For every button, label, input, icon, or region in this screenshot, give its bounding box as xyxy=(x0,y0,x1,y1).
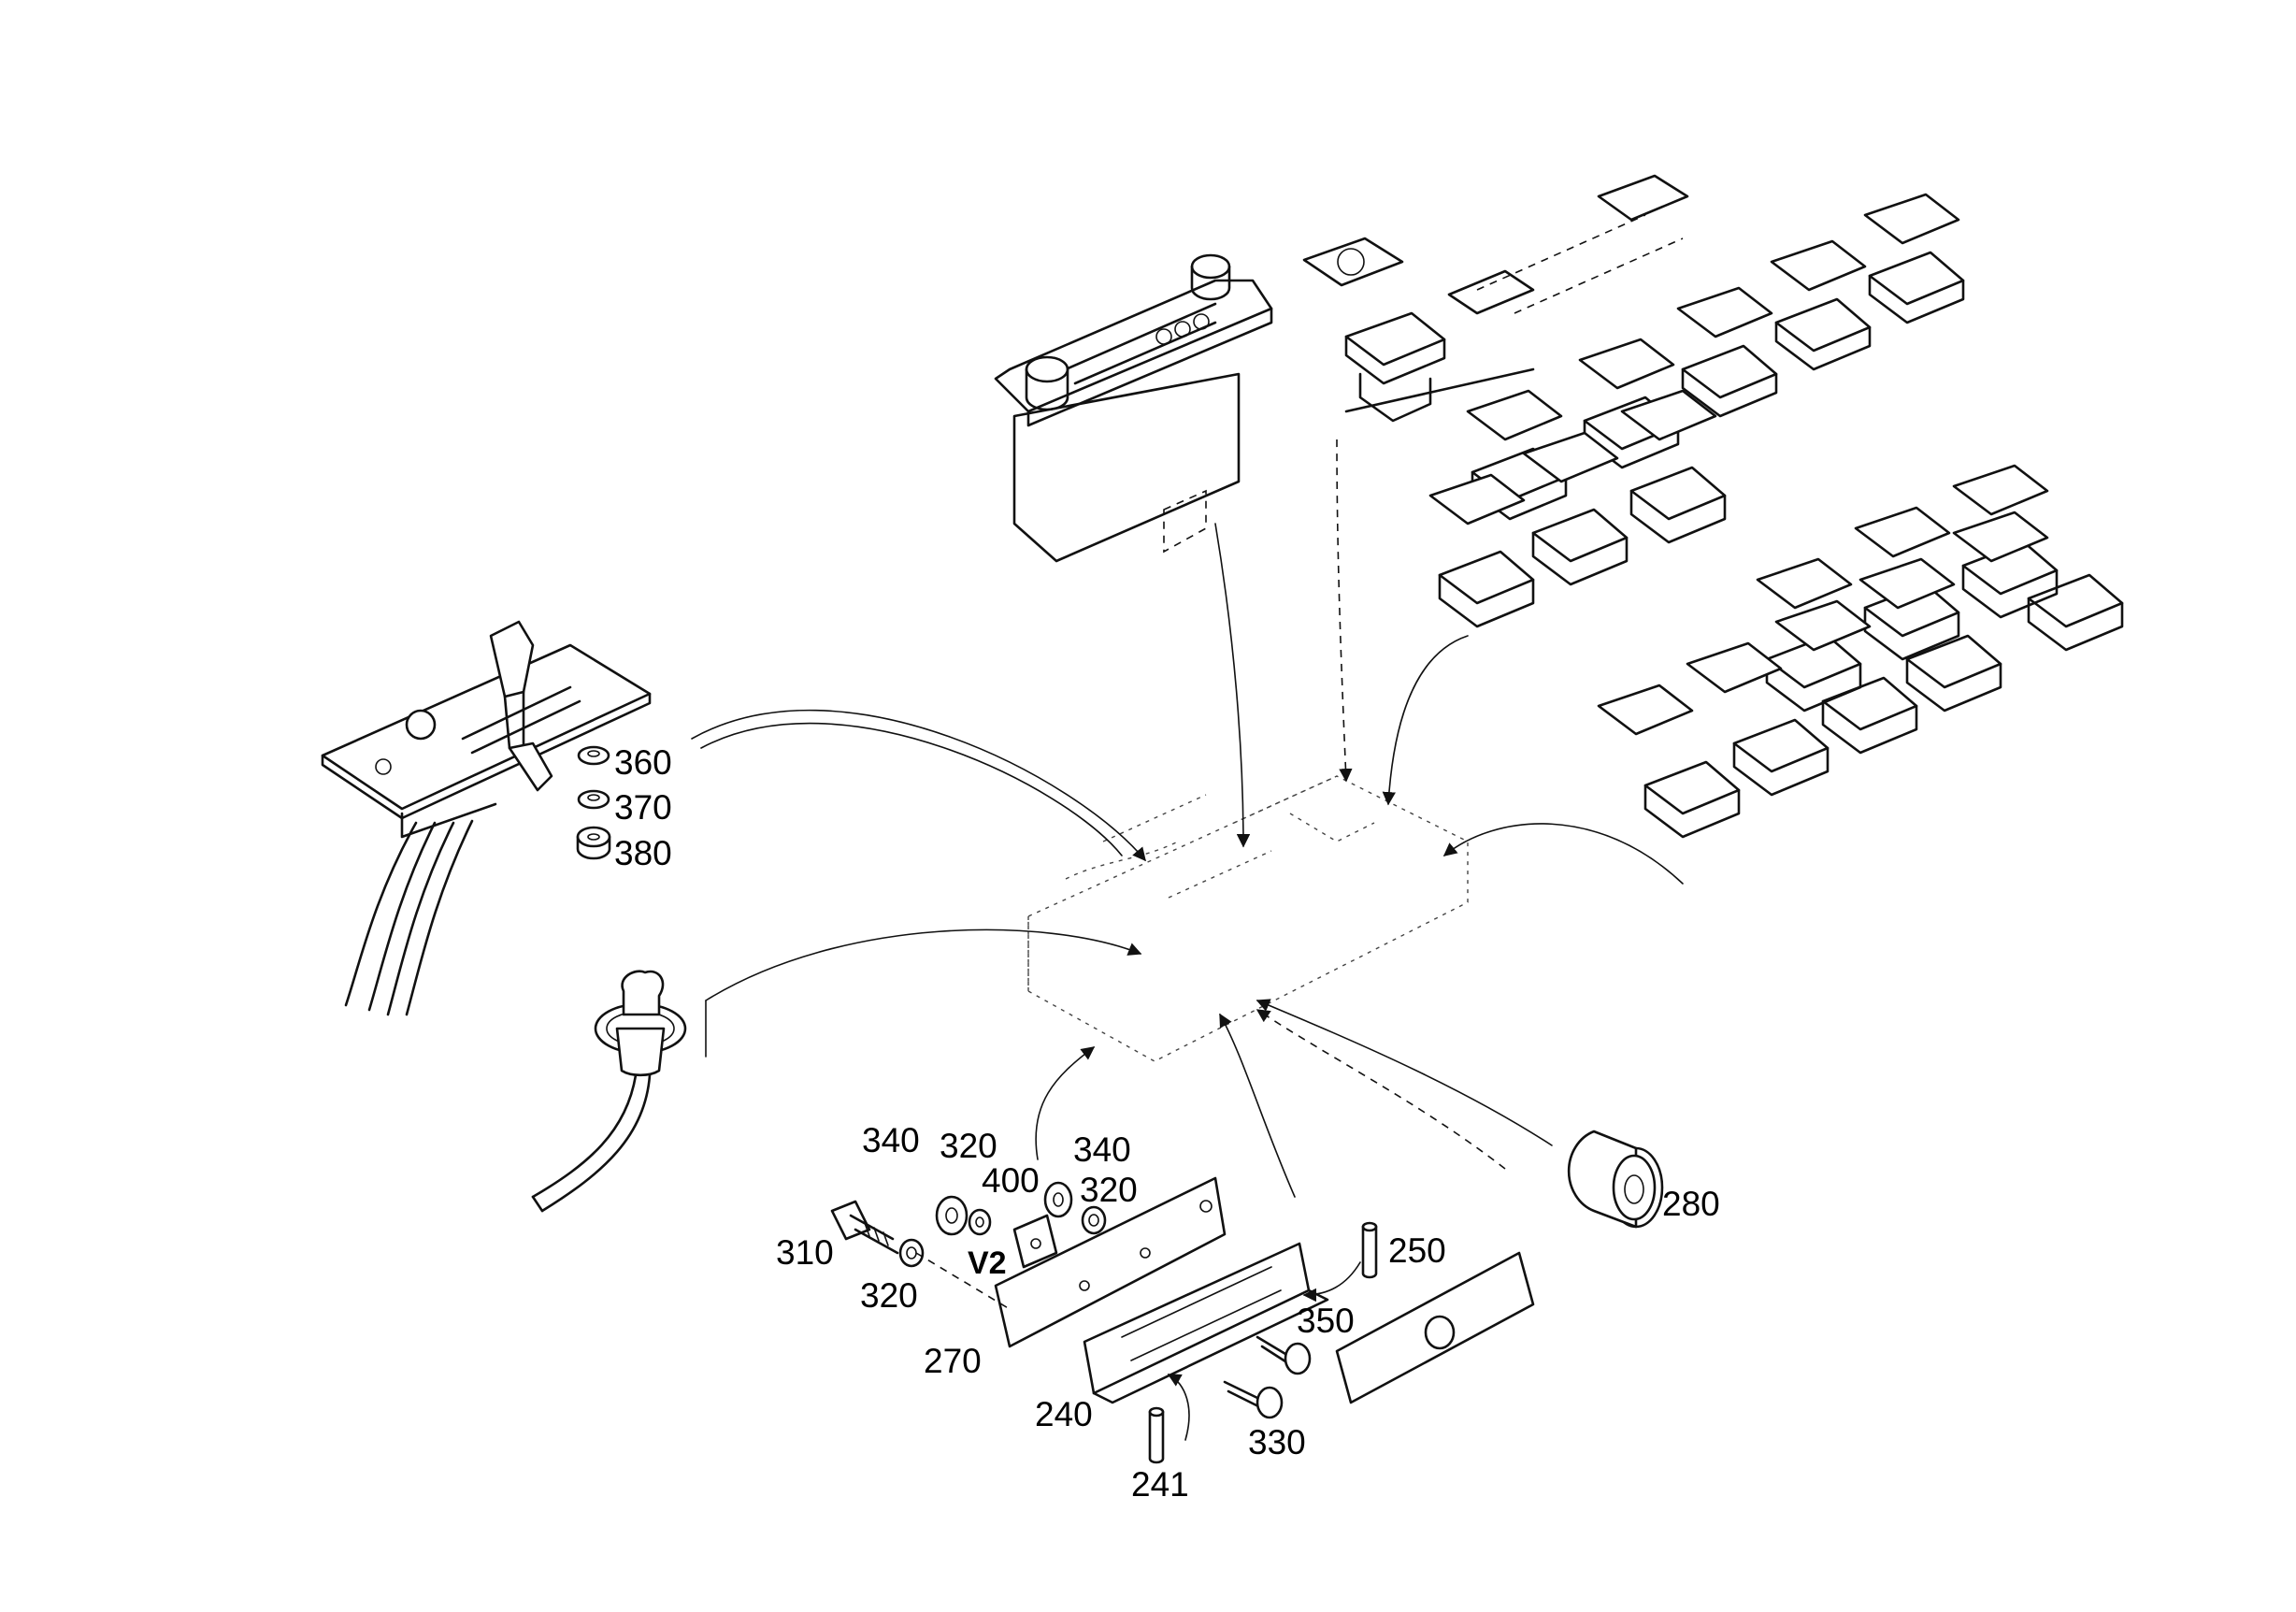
component-400 xyxy=(1012,1214,1058,1269)
label-370: 370 xyxy=(614,788,672,827)
washer-370 xyxy=(577,789,610,810)
washer-320-right xyxy=(1081,1205,1107,1235)
central-dashboard-housing xyxy=(1027,775,1469,1062)
parking-switch-group xyxy=(1302,174,1689,423)
control-unit xyxy=(994,253,1273,563)
washer-320-left xyxy=(968,1208,992,1236)
knob-cable-assembly xyxy=(531,970,687,1213)
label-320-left: 320 xyxy=(940,1127,997,1165)
screw-310 xyxy=(830,1200,899,1255)
label-241: 241 xyxy=(1131,1465,1189,1504)
label-270: 270 xyxy=(924,1342,982,1380)
label-380: 380 xyxy=(614,834,672,872)
label-350: 350 xyxy=(1297,1302,1355,1340)
part-labels: 360 370 380 280 250 350 330 240 241 270 … xyxy=(614,743,1720,1504)
label-400: 400 xyxy=(982,1161,1040,1200)
label-240: 240 xyxy=(1035,1395,1093,1433)
label-280: 280 xyxy=(1662,1185,1720,1223)
nut-360 xyxy=(577,745,610,766)
cover-plate xyxy=(1335,1251,1535,1404)
switch-row-bottom xyxy=(1597,511,2049,839)
throttle-lever-assembly xyxy=(321,620,652,1016)
spacer-340-right xyxy=(1043,1181,1073,1218)
label-320-right: 320 xyxy=(1080,1171,1138,1209)
label-320-lower: 320 xyxy=(860,1276,918,1315)
rotary-knob-280 xyxy=(1567,1130,1664,1229)
screw-330 xyxy=(1223,1380,1284,1419)
switch-row-top xyxy=(1466,193,1965,521)
washer-320-lower xyxy=(898,1238,925,1268)
switch-row-lower xyxy=(1756,464,2124,712)
label-250: 250 xyxy=(1388,1231,1446,1270)
label-340-left: 340 xyxy=(862,1121,920,1159)
assembly-leader-arrows xyxy=(691,439,1684,1441)
label-v2: V2 xyxy=(968,1245,1007,1281)
switch-row-middle xyxy=(1428,389,1727,628)
label-310: 310 xyxy=(776,1233,834,1272)
spacer-340-left xyxy=(935,1195,969,1236)
nut-380 xyxy=(576,826,611,860)
screw-350 xyxy=(1256,1335,1312,1375)
label-330: 330 xyxy=(1248,1423,1306,1461)
pin-241 xyxy=(1148,1406,1165,1464)
bracket-270 xyxy=(994,1176,1227,1348)
label-340-right: 340 xyxy=(1073,1130,1131,1169)
pin-250 xyxy=(1361,1221,1378,1279)
label-360: 360 xyxy=(614,743,672,782)
